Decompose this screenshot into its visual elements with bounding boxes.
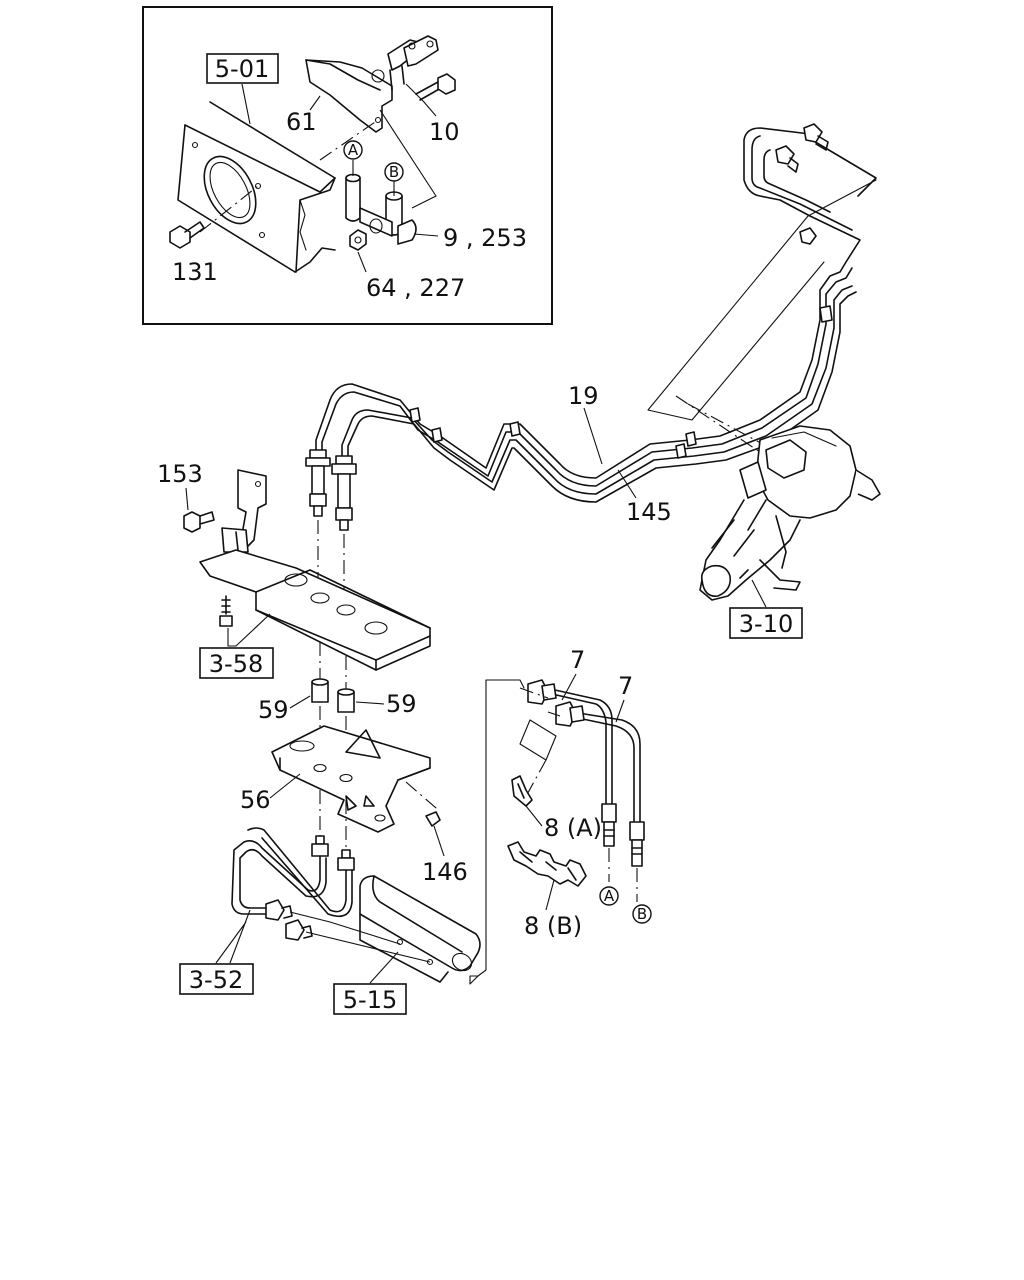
label-64-227: 64 , 227	[366, 274, 465, 302]
ref-box-3-10: 3-10	[729, 607, 803, 639]
ref-box-3-58-text: 3-58	[209, 650, 263, 678]
ref-box-5-01-text: 5-01	[215, 55, 269, 83]
joint-9-drawing	[345, 173, 417, 245]
label-8a: 8 (A)	[544, 814, 602, 842]
hose-marker-a: A	[599, 886, 619, 906]
bracket-153-drawing	[221, 469, 267, 553]
inset-marker-a: A	[343, 140, 363, 160]
plate-3-58-drawing	[199, 549, 431, 671]
ref-box-5-15-text: 5-15	[343, 986, 397, 1014]
master-cylinder-drawing	[699, 425, 881, 601]
inset-frame	[142, 6, 553, 325]
frame-5-15-drawing	[359, 875, 481, 983]
screw-3-58-drawing	[219, 595, 233, 627]
label-59-right: 59	[386, 690, 417, 718]
bolt-131-drawing	[169, 221, 205, 249]
clip-8a-drawing	[511, 775, 533, 807]
ref-box-5-15: 5-15	[333, 983, 407, 1015]
inset-marker-a-text: A	[348, 141, 359, 159]
hose-marker-a-text: A	[604, 887, 615, 905]
label-7-left: 7	[570, 646, 585, 674]
label-145: 145	[626, 498, 672, 526]
nut-64-drawing	[349, 229, 367, 251]
label-19: 19	[568, 382, 599, 410]
left-drop-fittings	[305, 449, 357, 531]
spacer-59-right-drawing	[337, 688, 355, 713]
label-59-left: 59	[258, 696, 289, 724]
ref-box-3-10-text: 3-10	[739, 610, 793, 638]
hose-marker-b-text: B	[637, 905, 647, 923]
hose-marker-b: B	[632, 904, 652, 924]
label-9-253: 9 , 253	[443, 224, 527, 252]
label-7-right: 7	[618, 672, 633, 700]
ref-box-3-52: 3-52	[179, 963, 254, 995]
hoses-7-drawing	[527, 679, 645, 867]
inset-marker-b: B	[384, 162, 404, 182]
label-61: 61	[286, 108, 317, 136]
lower-fittings-drawing	[311, 835, 355, 871]
label-153: 153	[157, 460, 203, 488]
inset-marker-b-text: B	[389, 163, 399, 181]
clip-8b-drawing	[507, 841, 587, 887]
bolt-10-drawing	[415, 73, 456, 101]
lower-pipes-drawing	[231, 827, 353, 941]
inset-detail: A B 5-01 61 10 9 , 253 131 64 , 227	[142, 6, 553, 325]
bolt-153-drawing	[183, 511, 215, 533]
clip-146-drawing	[425, 811, 441, 827]
ref-box-3-58: 3-58	[199, 647, 274, 679]
label-10: 10	[429, 118, 460, 146]
ref-box-5-01: 5-01	[206, 53, 279, 84]
bracket-61-drawing	[305, 35, 439, 133]
ref-box-3-52-text: 3-52	[189, 966, 243, 994]
bracket-56-drawing	[271, 725, 431, 833]
frame-rail-drawing	[177, 101, 336, 273]
label-56: 56	[240, 786, 271, 814]
label-8b: 8 (B)	[524, 912, 582, 940]
label-146: 146	[422, 858, 468, 886]
spacer-59-left-drawing	[311, 678, 329, 703]
label-131: 131	[172, 258, 218, 286]
